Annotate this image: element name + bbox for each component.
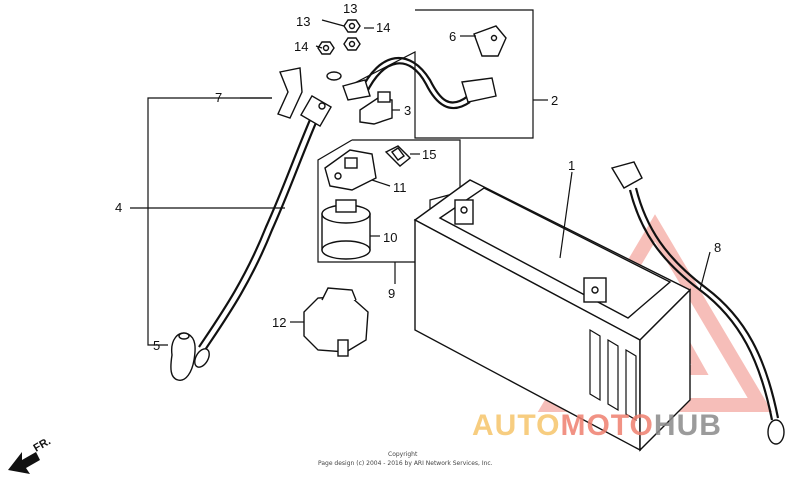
callout-8: 8 — [714, 240, 721, 255]
watermark-moto: MOTO — [560, 409, 653, 442]
starter-relay-11 — [324, 149, 377, 191]
watermark-brand: AUTOMOTOHUB — [472, 409, 722, 442]
watermark-hub: HUB — [654, 409, 722, 442]
callout-13-top: 13 — [343, 1, 357, 16]
negative-cable-4 — [194, 95, 332, 368]
terminal-cap-5 — [170, 332, 196, 381]
front-arrow-icon — [8, 452, 40, 474]
bracket-4 — [130, 97, 285, 346]
callout-14-left: 14 — [294, 39, 308, 54]
cable-8 — [610, 161, 785, 445]
copyright-title: Copyright — [388, 451, 418, 458]
callout-14-right: 14 — [376, 20, 390, 35]
callout-5: 5 — [153, 338, 160, 353]
battery-1 — [413, 179, 692, 452]
callout-labels: 13 13 14 14 6 7 2 3 15 1 11 4 10 8 9 12 … — [115, 1, 721, 353]
callout-9: 9 — [388, 286, 395, 301]
terminal-cover-7 — [277, 67, 303, 119]
copyright-footer: Copyright Page design (c) 2004 - 2016 by… — [318, 451, 493, 467]
positive-cable-2 — [342, 56, 497, 110]
cover-3 — [359, 91, 393, 125]
callout-1: 1 — [568, 158, 575, 173]
nuts-13-14 — [317, 19, 361, 81]
callout-7: 7 — [215, 90, 222, 105]
callout-2: 2 — [551, 93, 558, 108]
callout-10: 10 — [383, 230, 397, 245]
callout-13-left: 13 — [296, 14, 310, 29]
fuse-15 — [384, 145, 412, 167]
unit-12 — [303, 287, 369, 357]
relay-10 — [321, 199, 371, 260]
watermark-auto: AUTO — [472, 409, 560, 442]
callout-15: 15 — [422, 147, 436, 162]
svg-text:AUTOMOTOHUB: AUTOMOTOHUB — [472, 409, 722, 442]
front-label: FR. — [32, 435, 53, 454]
front-direction-indicator: FR. — [8, 435, 53, 474]
callout-12: 12 — [272, 315, 286, 330]
leader-lines — [240, 19, 711, 323]
copyright-line: Page design (c) 2004 - 2016 by ARI Netwo… — [318, 460, 493, 467]
callout-3: 3 — [404, 103, 411, 118]
callout-11: 11 — [393, 180, 407, 195]
callout-4: 4 — [115, 200, 122, 215]
cover-6 — [473, 25, 507, 57]
callout-6: 6 — [449, 29, 456, 44]
